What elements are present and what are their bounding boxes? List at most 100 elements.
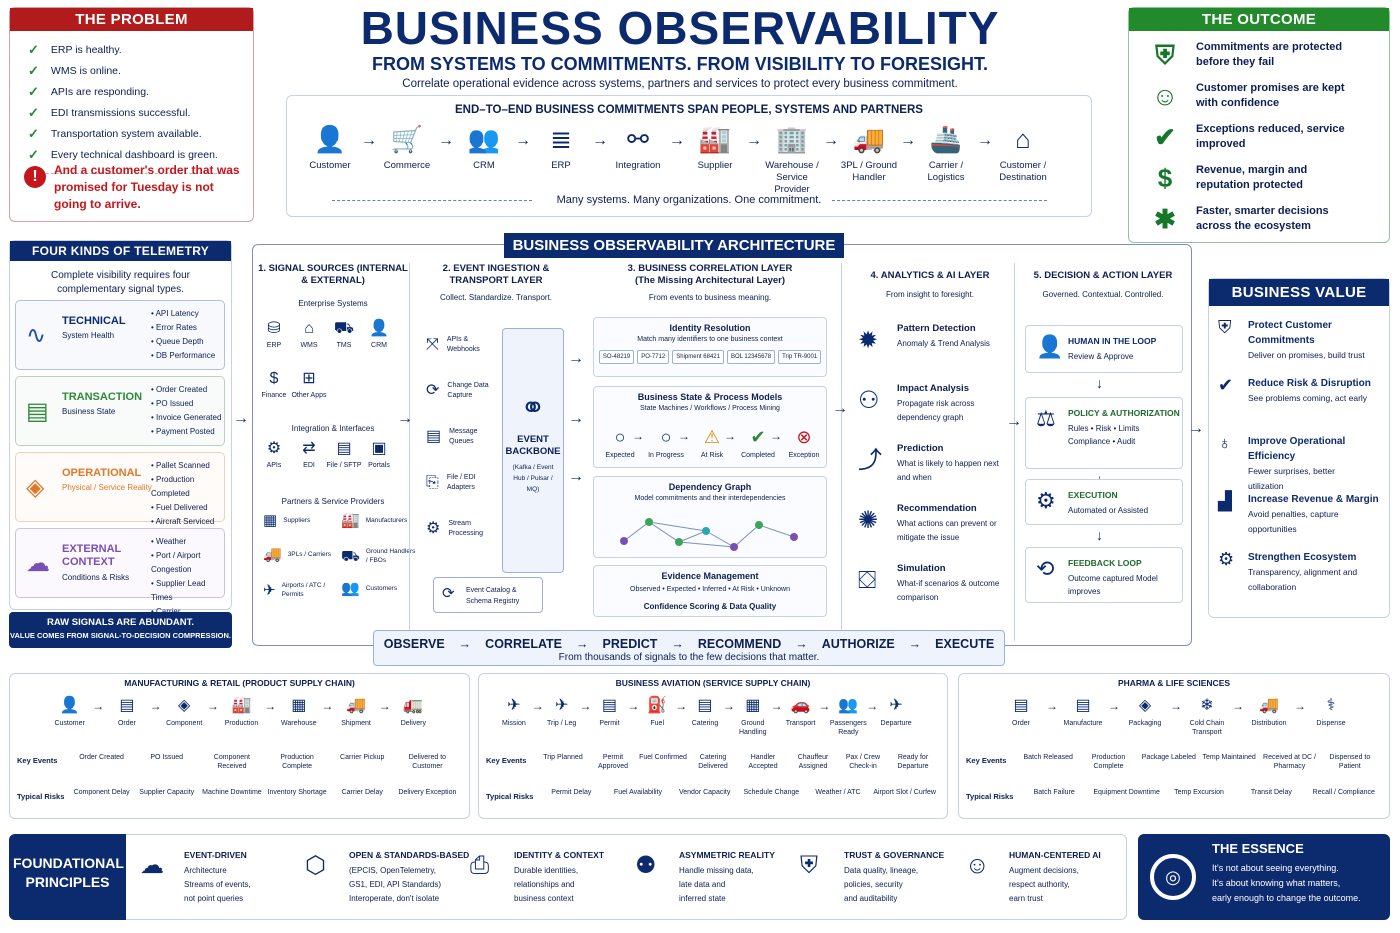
e2e-step-label: 3PL / Ground Handler [840, 160, 898, 183]
chain-step-icon: ▤ [119, 697, 135, 714]
key-event: Received at DC / Pharmacy [1263, 754, 1316, 770]
chain-step-icon: 🚛 [403, 697, 424, 714]
human-icon: ☺ [965, 852, 990, 879]
chain-step-icon: ⛽ [647, 697, 668, 714]
chain-step-icon: ✈ [554, 697, 569, 714]
network-icon: ⬡ [305, 852, 326, 879]
principle-desc: late data and [679, 880, 726, 889]
state-exception-icon: ⊗ [796, 427, 812, 447]
principle-title: HUMAN-CENTERED AI [1009, 850, 1101, 860]
typical-risk: Weather / ATC [815, 789, 861, 796]
e2e-step-label: CRM [473, 160, 495, 171]
e2e-step-label: Customer / Destination [999, 160, 1047, 183]
chain-step-label: Permit [599, 720, 620, 727]
flow-step: EXECUTE [935, 637, 995, 651]
chain-step-icon: ▦ [291, 697, 307, 714]
e2e-step-label: ERP [551, 160, 571, 171]
arrow-icon: → [632, 429, 644, 443]
database-icon: ⛁ [267, 320, 281, 337]
chain-step-icon: 👤 [59, 697, 80, 714]
outcome-item: ✱Faster, smarter decisions across the ec… [1150, 204, 1370, 234]
identifier-chip: Trip TR-9001 [778, 350, 822, 364]
event-backbone: ⚭ EVENT BACKBONE (Kafka / Event Hub / Pu… [502, 328, 564, 573]
analytics-desc: What actions can prevent or mitigate the… [897, 519, 997, 542]
backbone-icon: ⚭ [520, 392, 546, 425]
chain-panel [478, 673, 948, 819]
chain-step: 🚛 Delivery [385, 698, 442, 728]
chain-step-label: Production [224, 720, 259, 727]
customer-icon: 👤 [313, 124, 347, 154]
chain-step: ▦Warehouse→ [270, 697, 333, 728]
partner-label: Suppliers [283, 517, 311, 524]
chain-step-label: Cold Chain Transport [1189, 720, 1225, 736]
principle-desc: respect authority, [1009, 880, 1070, 889]
chain-step-label: Order [1012, 720, 1030, 727]
value-desc: Avoid penalties, capture opportunities [1248, 509, 1339, 534]
identifier-chip: BOL 12345678 [726, 350, 776, 364]
e2e-step: 🏭Supplier [682, 126, 748, 172]
key-event: Ready for Departure [897, 754, 929, 770]
telemetry-item-text: API Latency [155, 309, 199, 318]
dollar-icon: $ [269, 370, 279, 387]
enterprise-systems-label: Enterprise Systems [298, 299, 368, 308]
chain-step: 🚚Shipment→ [327, 698, 390, 728]
telemetry-item-text: Invoice Generated [156, 413, 222, 422]
dependency-graph-illustration [620, 518, 798, 551]
chain-step-label: Manufacture [1063, 720, 1103, 727]
check-icon: ✓ [28, 63, 39, 78]
api-icon: ⚙ [266, 440, 282, 457]
truck-icon: 🚚 [263, 546, 282, 563]
problem-item: ✓EDI transmissions successful. [28, 105, 253, 121]
evidence-title: Evidence Management [661, 571, 759, 581]
signal-source: ▤File / SFTP [324, 441, 364, 470]
chain-step-icon: 👥 [838, 697, 859, 714]
col4-title: 4. ANALYTICS & AI LAYER [870, 270, 990, 281]
telemetry-title: FOUR KINDS OF TELEMETRY [10, 241, 231, 261]
chain-step-label: Fuel [650, 720, 665, 727]
typical-risk: Batch Failure [1033, 789, 1075, 796]
principle-desc: policies, security [844, 880, 903, 889]
dependency-graph-box: Dependency Graph Model commitments and t… [593, 476, 827, 558]
analytics-column: 4. ANALYTICS & AI LAYER From insight to … [850, 263, 1010, 643]
telemetry-item: • Invoice Generated [151, 413, 222, 422]
arrow-icon: → [866, 699, 879, 713]
chain-step-label: Passengers Ready [829, 720, 867, 736]
arrow-icon: → [264, 699, 277, 713]
telemetry-item-text: PO Issued [156, 399, 194, 408]
chain-step-label: Ground Handling [738, 720, 767, 736]
state-label: Expected [605, 452, 635, 459]
typical-risk: Supplier Capacity [139, 789, 195, 796]
chain-step-icon: ◈ [178, 697, 191, 714]
principle-desc: relationships and [514, 880, 575, 889]
typical-risk: Equipment Downtime [1093, 789, 1160, 796]
telemetry-item: • Payment Posted [151, 427, 215, 436]
identity-icon: ⎙ [470, 852, 490, 879]
partner-label: 3PLs / Carriers [287, 551, 332, 558]
chain-step-label: Delivery [400, 720, 426, 727]
ingestion-label: File / EDI Adapters [446, 474, 476, 491]
col1-title: 1. SIGNAL SOURCES (INTERNAL & EXTERNAL) [258, 263, 408, 286]
outcome-item: ☺Customer promises are kept with confide… [1150, 81, 1370, 111]
e2e-step-label: Integration [615, 160, 661, 171]
telemetry-item-text: Order Created [156, 385, 208, 394]
signal-source-label: WMS [300, 342, 318, 349]
chain-panel [958, 673, 1390, 819]
problem-item: ✓ERP is healthy. [28, 42, 253, 58]
bulb-icon: ♁ [1218, 433, 1232, 453]
telemetry-footer-line2: VALUE COMES FROM SIGNAL-TO-DECISION COMP… [10, 631, 231, 640]
signal-source: ⚙APIs [254, 441, 294, 470]
signal-source: ⛁ERP [254, 321, 294, 350]
chain-step: ▤Permit→ [586, 698, 639, 728]
decision-title: FEEDBACK LOOP [1068, 558, 1142, 568]
page-title: BUSINESS OBSERVABILITY [360, 2, 1000, 54]
principle-desc: Augment decisions, [1009, 866, 1079, 875]
e2e-step: ⌂Customer / Destination [990, 126, 1056, 184]
factory-icon: 🏭 [341, 512, 360, 529]
principle-desc: business context [514, 894, 574, 903]
typical-risks-label: Typical Risks [486, 792, 534, 801]
ingestion-label: Stream Processing [448, 520, 483, 537]
outcome-text: Commitments are protected before they fa… [1196, 41, 1343, 68]
key-events-label: Key Events [17, 756, 58, 765]
